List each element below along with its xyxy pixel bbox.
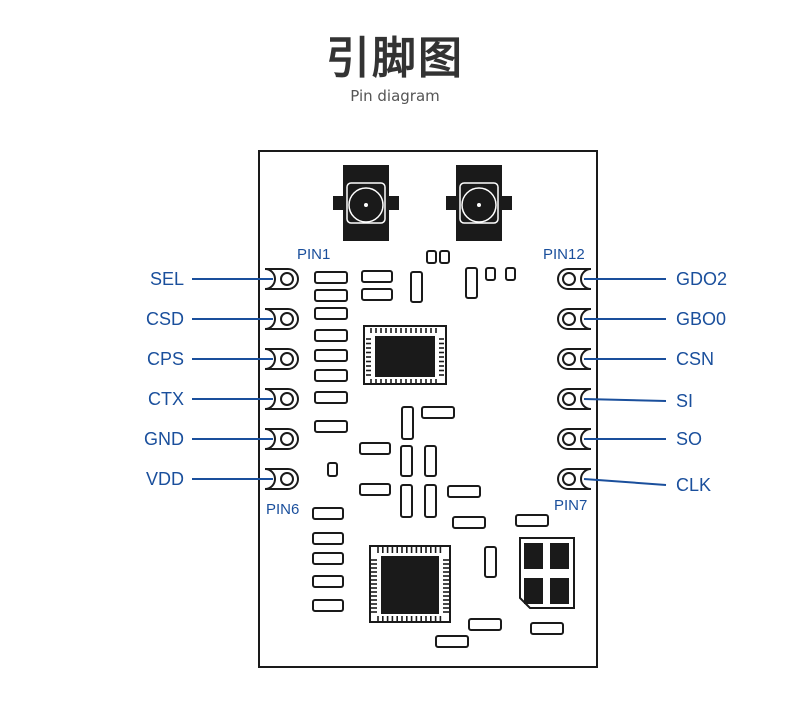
pin-label-ctx: CTX xyxy=(148,389,184,409)
pin-label-gdo2: GDO2 xyxy=(676,269,727,289)
pin-label-vdd: VDD xyxy=(146,469,184,489)
pin-label-so: SO xyxy=(676,429,702,449)
pin-label-gnd: GND xyxy=(144,429,184,449)
page-subtitle: Pin diagram xyxy=(350,87,440,105)
pin-hole-right xyxy=(562,392,576,406)
pin-label-gbo0: GBO0 xyxy=(676,309,726,329)
pin1-marker: PIN1 xyxy=(297,246,330,263)
pin-label-sel: SEL xyxy=(150,269,184,289)
pin6-marker: PIN6 xyxy=(266,501,299,518)
pin-label-cps: CPS xyxy=(147,349,184,369)
pin-hole-left xyxy=(280,392,294,406)
pin-hole-right xyxy=(562,352,576,366)
crystal-oscillator xyxy=(519,537,575,609)
pin-label-si: SI xyxy=(676,391,693,411)
pin-hole-right xyxy=(562,272,576,286)
pin-hole-left xyxy=(280,432,294,446)
pin-hole-left xyxy=(280,352,294,366)
antenna-connector-right xyxy=(446,165,512,241)
pin-hole-left xyxy=(280,272,294,286)
chip-qfp-lower xyxy=(369,545,451,623)
chip-qfn-upper xyxy=(363,325,447,385)
pin7-marker: PIN7 xyxy=(554,497,587,514)
pin-label-csn: CSN xyxy=(676,349,714,369)
page-title: 引脚图 xyxy=(326,33,464,84)
pin-leader-line-right xyxy=(583,398,667,402)
pin-hole-right xyxy=(562,472,576,486)
pin-leader-line-right xyxy=(583,478,667,486)
antenna-connector-left xyxy=(333,165,399,241)
pin-hole-right xyxy=(562,432,576,446)
pin-label-csd: CSD xyxy=(146,309,184,329)
pin12-marker: PIN12 xyxy=(543,246,585,263)
pin-label-clk: CLK xyxy=(676,475,711,495)
pin-hole-left xyxy=(280,312,294,326)
passive-components xyxy=(312,250,564,648)
pin-hole-left xyxy=(280,472,294,486)
pin-hole-right xyxy=(562,312,576,326)
